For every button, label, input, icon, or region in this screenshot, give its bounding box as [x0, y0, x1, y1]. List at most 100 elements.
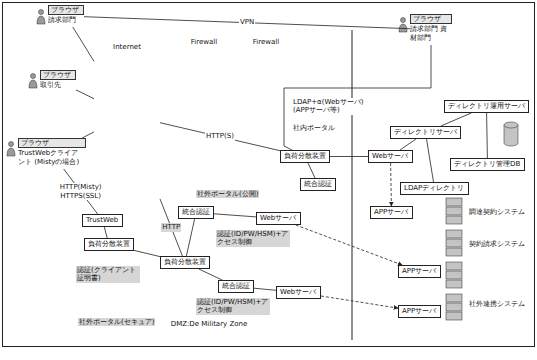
server-box: Webサーバ — [256, 212, 301, 225]
server-stack — [446, 230, 462, 256]
connector — [214, 214, 256, 217]
server-box: APPサーバ — [370, 206, 413, 219]
edge-label: HTTP — [161, 223, 181, 231]
connector — [441, 113, 472, 126]
server-box: ディレクトリ運用サーバ — [444, 100, 529, 113]
fw-shape — [186, 38, 222, 166]
server-box: 統合認証 — [178, 206, 214, 219]
connector — [186, 219, 194, 256]
node-text: 統合認証 — [182, 208, 210, 216]
server-box: 統合認証 — [300, 178, 336, 191]
node-text: Firewall — [186, 38, 222, 46]
connector — [76, 90, 94, 99]
firewall: Firewall — [248, 38, 284, 126]
backbone-line — [352, 30, 353, 340]
server-box: Webサーバ — [368, 150, 413, 163]
annotation-label: 社外ポータル(セキュア) — [78, 318, 155, 326]
connector — [134, 250, 160, 256]
connector — [486, 113, 488, 158]
annotation-label: 社外連携システム — [468, 300, 526, 308]
server-box: 負荷分散装置 — [84, 238, 134, 251]
database-cylinder — [504, 122, 518, 146]
connector — [400, 139, 416, 150]
node-text: Internet — [94, 25, 160, 51]
person-icon — [7, 142, 15, 157]
annotation-label: LDAP+α(Webサーバ) (APPサーバ等) — [292, 98, 366, 115]
node-text: Webサーバ — [372, 152, 409, 160]
annotation-label: 認証(ID/PW/HSM)+アクセス制御 — [216, 230, 290, 247]
node-text: APPサーバ — [374, 208, 409, 216]
connector — [73, 27, 94, 61]
server-box: TrustWeb — [82, 214, 123, 227]
node-text: TrustWeb — [86, 216, 119, 224]
browser-client: ブラウザ請求部門 — [48, 5, 84, 27]
person-icon — [37, 10, 45, 25]
annotation-label: 社外ポータル(公開) — [196, 190, 259, 198]
region-outline — [71, 187, 348, 332]
node-text: 負荷分散装置 — [164, 258, 206, 266]
server-box: 負荷分散装置 — [160, 256, 210, 269]
node-text: Webサーバ — [280, 288, 317, 296]
fw-shape — [248, 38, 284, 126]
annotation-label: 社内ポータル — [292, 124, 336, 132]
annotation-label: 契約請求システム — [468, 240, 526, 248]
edge-label: HTTP(Misty) HTTPS(SSL) — [54, 183, 108, 200]
edge-label: HTTP(S) — [205, 132, 235, 140]
node-text: 請求部門 — [48, 16, 84, 24]
frame — [3, 3, 535, 347]
cloud-outline — [95, 26, 159, 204]
node-text: 統合認証 — [222, 282, 250, 290]
connector — [199, 269, 222, 280]
dashed-connector — [296, 225, 402, 265]
internet-cloud: Internet — [94, 25, 160, 205]
browser-client: ブラウザTrustWebクライアント (Mistyの場合) — [18, 138, 86, 169]
browser-client: ブラウザ請求部門 資材部門 — [410, 14, 452, 45]
node-text: ディレクトリサーバ — [394, 128, 457, 136]
person-icon — [399, 18, 407, 33]
node-text: APPサーバ — [402, 267, 437, 275]
node-text: TrustWebクライアント (Mistyの場合) — [18, 149, 84, 166]
browser-label: ブラウザ — [48, 5, 84, 15]
server-box: LDAPディレクトリ — [400, 182, 469, 195]
server-stack — [446, 198, 462, 224]
server-stack — [446, 294, 462, 320]
node-text: ディレクトリ運用サーバ — [448, 102, 525, 110]
browser-label: ブラウザ — [18, 138, 86, 148]
server-box: APPサーバ — [398, 265, 441, 278]
connector — [330, 156, 368, 157]
node-text: 取引先 — [40, 81, 76, 89]
annotation-label: 調達契約システム — [468, 208, 526, 216]
node-text: 負荷分散装置 — [88, 240, 130, 248]
server-box: 負荷分散装置 — [280, 150, 330, 163]
server-box: 統合認証 — [218, 280, 254, 293]
annotation-label: 認証(クライアント証明書) — [76, 266, 140, 283]
node-text: LDAPディレクトリ — [404, 184, 465, 192]
person-icon — [29, 74, 37, 89]
dashed-connector — [321, 296, 398, 308]
connector — [104, 227, 107, 238]
firewall: Firewall — [186, 38, 222, 166]
dashed-connector — [390, 163, 392, 206]
server-box: ディレクトリ管理DB — [450, 158, 525, 171]
fw-outline — [255, 51, 277, 125]
node-text: Webサーバ — [260, 214, 297, 222]
connector — [160, 123, 280, 151]
server-box: Webサーバ — [276, 286, 321, 299]
server-stack — [446, 262, 462, 288]
node-text: 請求部門 資材部門 — [410, 25, 450, 42]
server-box: ディレクトリサーバ — [390, 126, 461, 139]
node-text: Firewall — [248, 38, 284, 46]
cloud-shape — [94, 25, 160, 205]
edge-label: VPN — [239, 18, 255, 26]
node-text: 負荷分散装置 — [284, 152, 326, 160]
browser-client: ブラウザ取引先 — [40, 70, 76, 92]
node-text: 統合認証 — [304, 180, 332, 188]
browser-label: ブラウザ — [40, 70, 76, 80]
connector — [84, 17, 410, 29]
node-text: ディレクトリ管理DB — [454, 160, 521, 168]
node-text: APPサーバ — [402, 307, 437, 315]
connector — [427, 139, 434, 182]
server-box: APPサーバ — [398, 305, 441, 318]
